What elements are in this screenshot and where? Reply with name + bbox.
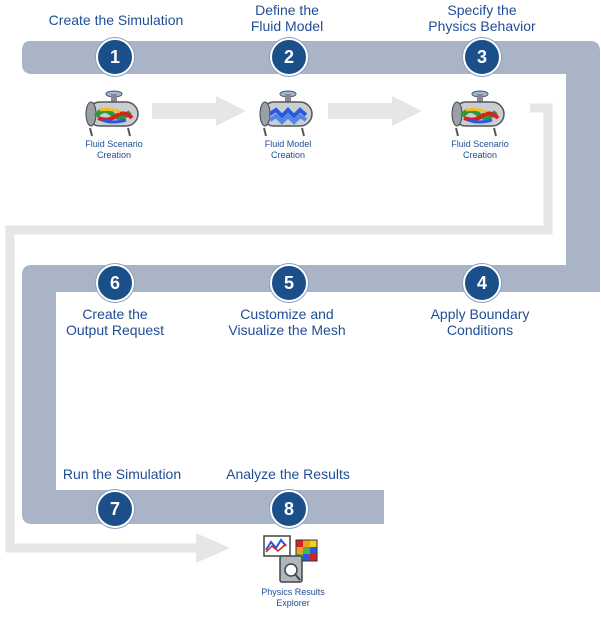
fluid-scenario-caption: Fluid Scenario Creation bbox=[85, 139, 143, 160]
step-5-badge: 5 bbox=[270, 264, 308, 302]
fluid-scenario-icon bbox=[451, 90, 505, 137]
step-8-badge: 8 bbox=[270, 490, 308, 528]
fluid-scenario-icon bbox=[85, 90, 139, 137]
step-2-badge: 2 bbox=[270, 38, 308, 76]
step-3-badge: 3 bbox=[463, 38, 501, 76]
step-7-badge: 7 bbox=[96, 490, 134, 528]
physics-results-explorer-caption: Physics Results Explorer bbox=[261, 587, 325, 608]
step-6-label: Create the Output Request bbox=[65, 306, 165, 338]
step-2-label: Define the Fluid Model bbox=[250, 2, 324, 34]
step-8-label: Analyze the Results bbox=[226, 466, 350, 482]
step-3-label: Specify the Physics Behavior bbox=[428, 2, 536, 34]
step-6-badge: 6 bbox=[96, 264, 134, 302]
step-7-label: Run the Simulation bbox=[62, 466, 182, 482]
step-5-label: Customize and Visualize the Mesh bbox=[228, 306, 346, 338]
step-4-badge: 4 bbox=[463, 264, 501, 302]
fluid-model-caption: Fluid Model Creation bbox=[264, 139, 312, 160]
physics-results-explorer-icon bbox=[263, 535, 318, 583]
step-4-label: Apply Boundary Conditions bbox=[430, 306, 530, 338]
fluid-scenario-caption: Fluid Scenario Creation bbox=[451, 139, 509, 160]
step-1-label: Create the Simulation bbox=[48, 12, 184, 28]
fluid-model-icon bbox=[259, 90, 313, 137]
step-1-badge: 1 bbox=[96, 38, 134, 76]
